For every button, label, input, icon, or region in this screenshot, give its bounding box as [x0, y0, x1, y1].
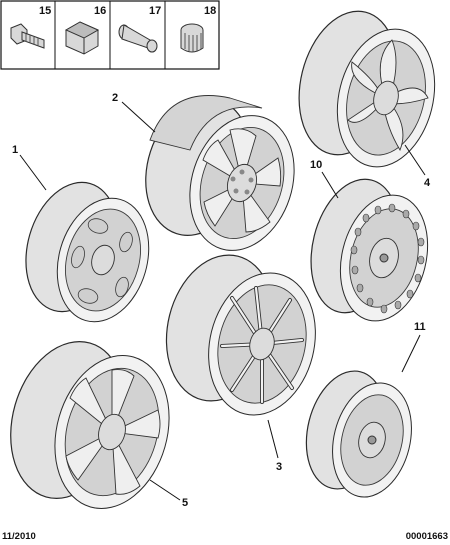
wheel-bolt-icon [10, 23, 45, 49]
alloy-wheel-1 [25, 181, 150, 323]
alloy-wheel-5 [10, 341, 170, 509]
alloy-wheel-4 [298, 10, 436, 168]
callout-4: 4 [424, 177, 431, 189]
alloy-wheel-3 [165, 254, 316, 416]
leader-4 [404, 144, 426, 176]
leader-2 [121, 101, 156, 133]
leader-lines [19, 101, 426, 501]
part-17-label: 17 [149, 5, 161, 17]
callout-5: 5 [182, 497, 188, 509]
alloy-wheel-2 [145, 95, 295, 251]
steel-wheel-10 [310, 178, 429, 322]
lock-nut-cap-icon [64, 21, 100, 55]
leader-11 [401, 334, 421, 373]
lock-bolt-key-icon [180, 23, 204, 53]
footer-reference: 00001663 [406, 531, 448, 542]
leader-3 [267, 419, 279, 459]
tyre-valve-icon [118, 24, 158, 53]
leader-10 [321, 171, 339, 199]
callout-10: 10 [310, 159, 322, 171]
part-15-label: 15 [39, 5, 51, 17]
callout-1: 1 [12, 144, 18, 156]
leader-1 [19, 154, 47, 191]
part-16-label: 16 [94, 5, 106, 17]
callout-11: 11 [414, 321, 426, 333]
part-18-label: 18 [204, 5, 216, 17]
small-parts-panel: 15 16 17 18 [0, 0, 220, 70]
callout-3: 3 [276, 461, 282, 473]
callout-2: 2 [112, 92, 118, 104]
steel-wheel-11 [305, 370, 412, 498]
leader-5 [149, 479, 181, 501]
footer-date: 11/2010 [2, 531, 36, 542]
